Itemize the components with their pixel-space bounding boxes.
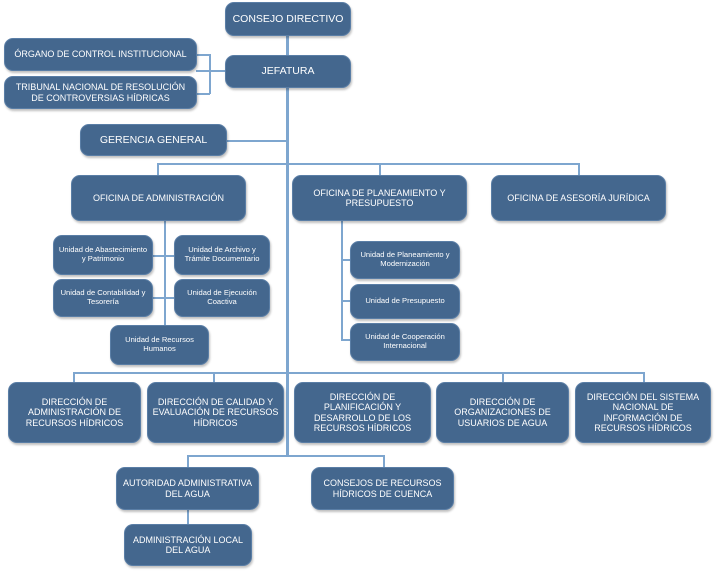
connector-oficina-asesoria [578,163,580,175]
tribunal-box: TRIBUNAL NACIONAL DE RESOLUCIÓN DE CONTR… [4,76,197,109]
consejos-recursos-box: CONSEJOS DE RECURSOS HÍDRICOS DE CUENCA [311,467,454,510]
connector-side-branch [196,70,226,72]
unidad-cooperacion-box: Unidad de Cooperación Internacional [350,323,460,361]
connector-main-trunk [286,35,289,457]
connector-oficina-plan [379,163,381,175]
autoridad-administrativa-box: AUTORIDAD ADMINISTRATIVA DEL AGUA [116,467,259,510]
unidad-presupuesto-box: Unidad de Presupuesto [350,284,460,319]
connector-side-bracket [209,54,211,94]
administracion-local-box: ADMINISTRACIÓN LOCAL DEL AGUA [124,524,252,566]
direccion-planificacion-box: DIRECCIÓN DE PLANIFICACIÓN Y DESARROLLO … [294,382,431,443]
unidad-abastecimiento-box: Unidad de Abastecimiento y Patrimonio [53,235,153,275]
connector-ala [187,510,189,524]
unidad-ejecucion-box: Unidad de Ejecución Coactiva [174,279,270,317]
connector-consejos [383,455,385,467]
connector-dir-4 [502,372,504,382]
connector-bracket-top [196,54,210,56]
oficina-asesoria-box: OFICINA DE ASESORÍA JURÍDICA [491,175,666,221]
connector-lower-bar [187,455,385,457]
unidad-planeamiento-box: Unidad de Planeamiento y Modernización [350,241,460,279]
connector-dir-2 [213,372,215,382]
direccion-sistema-box: DIRECCIÓN DEL SISTEMA NACIONAL DE INFORM… [575,382,711,443]
oficina-planeamiento-box: OFICINA DE PLANEAMIENTO Y PRESUPUESTO [292,175,467,221]
direccion-organizaciones-box: DIRECCIÓN DE ORGANIZACIONES DE USUARIOS … [436,382,569,443]
unidad-recursos-humanos-box: Unidad de Recursos Humanos [110,325,209,365]
oficina-administracion-box: OFICINA DE ADMINISTRACIÓN [71,175,246,221]
connector-dir-5 [643,372,645,382]
connector-unit-2 [153,297,175,299]
connector-gerencia [227,140,287,142]
unidad-contabilidad-box: Unidad de Contabilidad y Tesorería [53,279,153,317]
connector-plan-units [341,220,343,340]
connector-autoridad [187,455,189,467]
connector-dir-1 [73,372,75,382]
connector-plan-unit-1 [341,259,351,261]
direccion-administracion-box: DIRECCIÓN DE ADMINISTRACIÓN DE RECURSOS … [8,382,141,443]
direccion-calidad-box: DIRECCIÓN DE CALIDAD Y EVALUACIÓN DE REC… [147,382,284,443]
connector-admin-units [164,220,166,330]
connector-oficina-admin [157,163,159,175]
gerencia-general-box: GERENCIA GENERAL [80,124,227,156]
connector-unit-1 [153,255,175,257]
organo-control-box: ÓRGANO DE CONTROL INSTITUCIONAL [4,38,197,71]
jefatura-box: JEFATURA [225,55,351,88]
connector-bracket-bottom [196,93,210,95]
connector-plan-unit-2 [341,300,351,302]
connector-oficinas-bar [157,163,580,165]
unidad-archivo-box: Unidad de Archivo y Trámite Documentario [174,235,270,275]
consejo-directivo-box: CONSEJO DIRECTIVO [225,2,351,36]
connector-plan-unit-3 [341,339,351,341]
connector-direcciones-bar [73,372,645,374]
